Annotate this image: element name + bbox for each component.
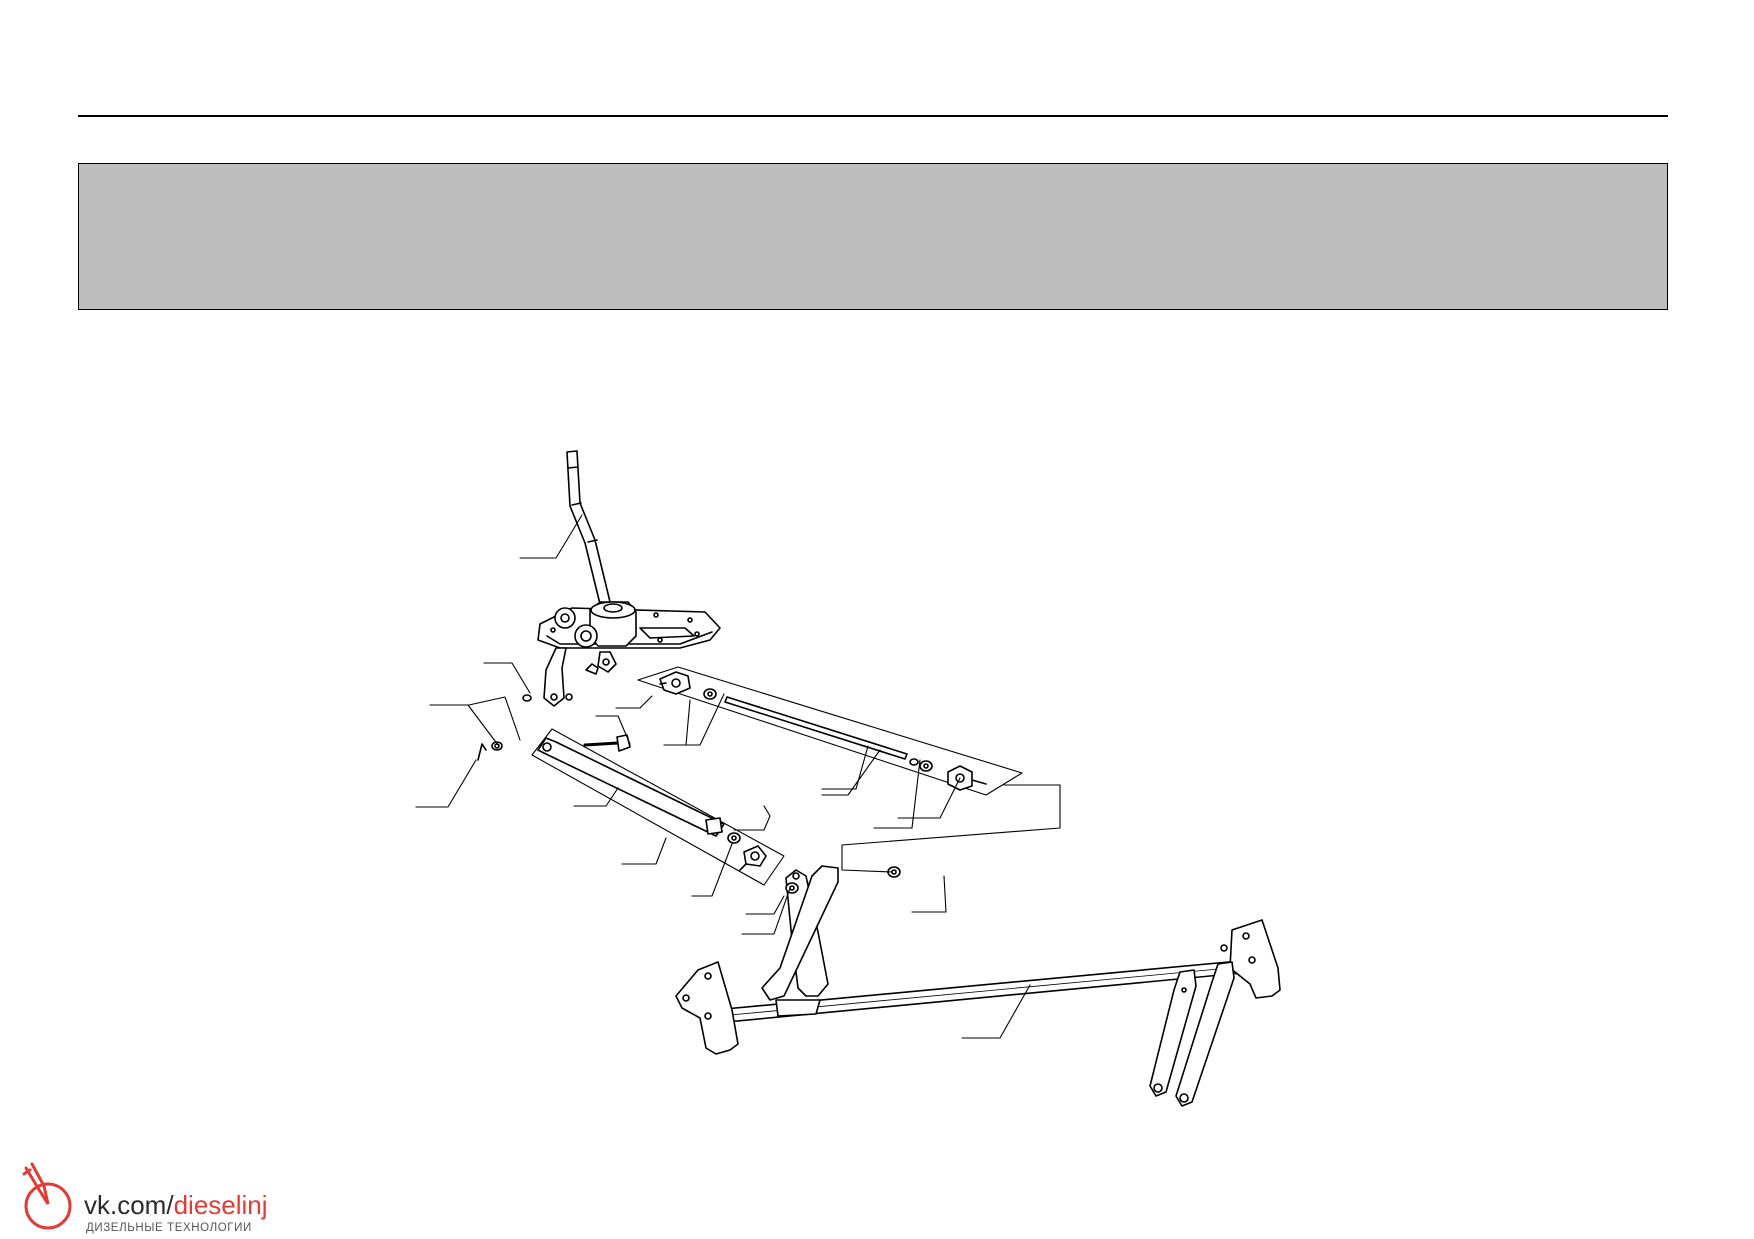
logo-handle: dieselinj xyxy=(173,1190,268,1220)
dieselinj-logo xyxy=(22,1162,72,1230)
logo-url[interactable]: vk.com/dieselinj xyxy=(84,1191,268,1219)
shift-tower xyxy=(537,601,721,707)
leader-lines xyxy=(415,514,1031,1039)
logo-site: vk.com/ xyxy=(84,1190,174,1220)
lower-shift-rod xyxy=(531,728,785,886)
logo-tagline: ДИЗЕЛЬНЫЕ ТЕХНОЛОГИИ xyxy=(86,1222,252,1234)
fuel-injector-icon xyxy=(22,1162,72,1230)
top-rule xyxy=(78,115,1668,117)
cross-shaft-assembly xyxy=(675,865,1281,1107)
loose-hardware xyxy=(477,663,631,761)
connector-lines xyxy=(841,784,1061,873)
upper-shift-rod xyxy=(637,666,1023,796)
header-band xyxy=(78,163,1668,310)
